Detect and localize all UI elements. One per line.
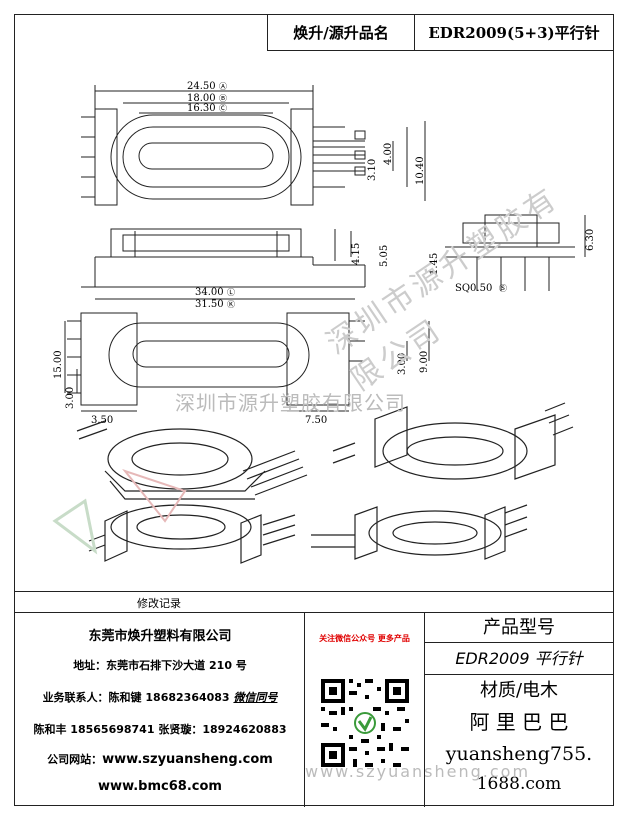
- dim-pin: SQ0.50: [455, 283, 492, 294]
- top-view: [81, 85, 426, 206]
- shop-line1[interactable]: yuansheng755.: [445, 743, 593, 765]
- watermark-center: 深圳市源升塑胶有限公司: [175, 391, 406, 415]
- dim-label-b: Ⓑ: [219, 94, 227, 103]
- isometric-view-4: [311, 504, 528, 560]
- dim-pitch-left: 3.50: [91, 415, 113, 426]
- alibaba: 阿 里 巴 巴: [469, 710, 569, 734]
- dim-right-height: 9.00: [419, 351, 430, 373]
- product-name-label: 焕升/源升品名: [267, 15, 415, 51]
- dim-right-e: 3.10: [367, 159, 378, 181]
- qr-column: 关注微信公众号 更多产品: [305, 613, 425, 807]
- dim-top-a: 24.50: [187, 81, 216, 92]
- company-address: 地址：东莞市石排下沙大道 210 号: [73, 659, 247, 672]
- dim-right-small: 3.00: [397, 353, 408, 375]
- contact1-text: 业务联系人：陈和键 18682364083: [42, 691, 230, 704]
- isometric-view-3: [88, 504, 296, 564]
- dim-bottom-inner-label: Ⓚ: [227, 300, 235, 309]
- company-info: 东莞市焕升塑料有限公司 地址：东莞市石排下沙大道 210 号 业务联系人：陈和键…: [15, 613, 305, 807]
- qr-caption: 关注微信公众号 更多产品: [319, 634, 410, 643]
- material: 材质/电木: [479, 680, 559, 701]
- website-label: 公司网站：: [47, 753, 103, 766]
- company-contact1: 业务联系人：陈和键 18682364083 微信同号: [15, 689, 305, 705]
- drawing-frame: 焕升/源升品名 EDR2009(5+3)平行针: [14, 14, 614, 807]
- company-name: 东莞市焕升塑料有限公司: [88, 629, 232, 644]
- watermark-bottom: www.szyuansheng.com: [305, 762, 531, 781]
- dim-left-small: 3.00: [65, 387, 76, 409]
- qr-code-icon: [319, 677, 411, 769]
- dim-bottom-inner: 31.50: [195, 299, 224, 310]
- product-name-value: EDR2009(5+3)平行针: [415, 15, 613, 51]
- dim-side-i: 1.45: [429, 253, 440, 275]
- shop-line2[interactable]: 1688.com: [476, 774, 562, 794]
- company-website: 公司网站：www.szyuansheng.com: [15, 751, 305, 767]
- model-label: 产品型号: [425, 613, 613, 643]
- dim-side-g: 5.05: [379, 245, 390, 267]
- contact1-note: 微信同号: [233, 691, 278, 704]
- company-website2[interactable]: www.bmc68.com: [98, 779, 222, 794]
- dim-right-d: 4.00: [383, 143, 394, 165]
- right-side-view: [445, 214, 586, 291]
- bottom-view: [64, 286, 430, 412]
- isometric-view-2: [332, 402, 574, 480]
- model-value: EDR2009 平行针: [425, 643, 613, 675]
- dim-label-a: Ⓐ: [219, 82, 227, 91]
- revision-row: 修改记录: [15, 591, 613, 613]
- dim-left-height: 15.00: [53, 350, 64, 379]
- dim-top-b: 18.00: [187, 93, 216, 104]
- side-view: [94, 228, 366, 287]
- isometric-view-1: [76, 420, 308, 500]
- dim-bottom-width-label: Ⓛ: [227, 288, 235, 297]
- dim-top-c: 16.30: [187, 103, 216, 114]
- dim-side-h: 6.30: [585, 229, 596, 251]
- dim-label-c: Ⓒ: [219, 104, 227, 113]
- dim-pin-label: Ⓢ: [499, 284, 507, 293]
- website-link[interactable]: www.szyuansheng.com: [102, 752, 273, 767]
- dim-bottom-width: 34.00: [195, 287, 224, 298]
- technical-drawing: 24.50 Ⓐ 18.00 Ⓑ 16.30 Ⓒ 4.00 10.40 3.10 …: [52, 81, 596, 564]
- dim-right-total: 10.40: [415, 156, 426, 185]
- product-info: 产品型号 EDR2009 平行针 材质/电木 阿 里 巴 巴 yuansheng…: [425, 613, 613, 807]
- company-contact2: 陈和丰 18565698741 张贤璇：18924620883: [33, 723, 287, 736]
- revision-label: 修改记录: [137, 597, 181, 610]
- dim-pitch-right: 7.50: [305, 415, 327, 426]
- dim-side-f: 4.15: [351, 243, 362, 265]
